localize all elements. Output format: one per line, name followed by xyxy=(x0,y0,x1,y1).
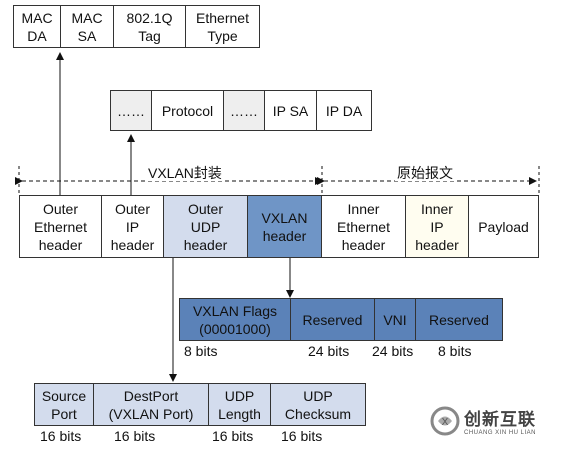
vxlan-field-flags: VXLAN Flags (00001000) xyxy=(179,298,291,341)
udp-field-udp-length: UDP Length xyxy=(208,383,271,426)
packet-payload: Payload xyxy=(468,195,539,258)
eth-field-8021q-tag: 802.1Q Tag xyxy=(113,5,186,48)
vxlan-vni-bits: 24 bits xyxy=(372,343,414,359)
eth-field-ethernet-type: Ethernet Type xyxy=(185,5,260,48)
udp-dest-port-bits: 16 bits xyxy=(114,428,156,444)
udp-length-bits: 16 bits xyxy=(212,428,254,444)
watermark-text: 创新互联 xyxy=(464,410,536,429)
vxlan-reserved-1-bits: 24 bits xyxy=(308,343,350,359)
packet-outer-ip-header: Outer IP header xyxy=(101,195,164,258)
original-frame-label: 原始报文 xyxy=(395,165,455,181)
vxlan-field-reserved-2: Reserved xyxy=(415,298,503,341)
packet-outer-udp-header: Outer UDP header xyxy=(163,195,248,258)
udp-field-dest-port: DestPort (VXLAN Port) xyxy=(93,383,209,426)
watermark-swirl-icon: X xyxy=(430,406,460,435)
packet-vxlan-header: VXLAN header xyxy=(247,195,322,258)
ip-field-ellipsis-2: …… xyxy=(223,90,265,131)
vxlan-flags-bits: 8 bits xyxy=(184,343,218,359)
packet-outer-ethernet-header: Outer Ethernet header xyxy=(19,195,102,258)
ip-field-ellipsis-1: …… xyxy=(110,90,152,131)
ip-field-ip-da: IP DA xyxy=(316,90,372,131)
eth-field-mac-da: MAC DA xyxy=(13,5,61,48)
udp-field-source-port: Source Port xyxy=(34,383,94,426)
udp-field-udp-checksum: UDP Checksum xyxy=(270,383,366,426)
udp-checksum-bits: 16 bits xyxy=(281,428,323,444)
watermark-logo: X 创新互联 CHUANG XIN HU LIAN xyxy=(430,405,536,436)
eth-field-mac-sa: MAC SA xyxy=(60,5,114,48)
watermark-subtext: CHUANG XIN HU LIAN xyxy=(464,430,537,436)
packet-inner-ethernet-header: Inner Ethernet header xyxy=(321,195,406,258)
vxlan-reserved-2-bits: 8 bits xyxy=(438,343,472,359)
packet-inner-ip-header: Inner IP header xyxy=(405,195,469,258)
udp-source-port-bits: 16 bits xyxy=(40,428,82,444)
svg-text:X: X xyxy=(442,417,449,428)
vxlan-field-vni: VNI xyxy=(374,298,416,341)
vxlan-encap-label: VXLAN封装 xyxy=(146,165,224,181)
ip-field-protocol: Protocol xyxy=(151,90,224,131)
ip-field-ip-sa: IP SA xyxy=(264,90,317,131)
vxlan-field-reserved-1: Reserved xyxy=(290,298,375,341)
